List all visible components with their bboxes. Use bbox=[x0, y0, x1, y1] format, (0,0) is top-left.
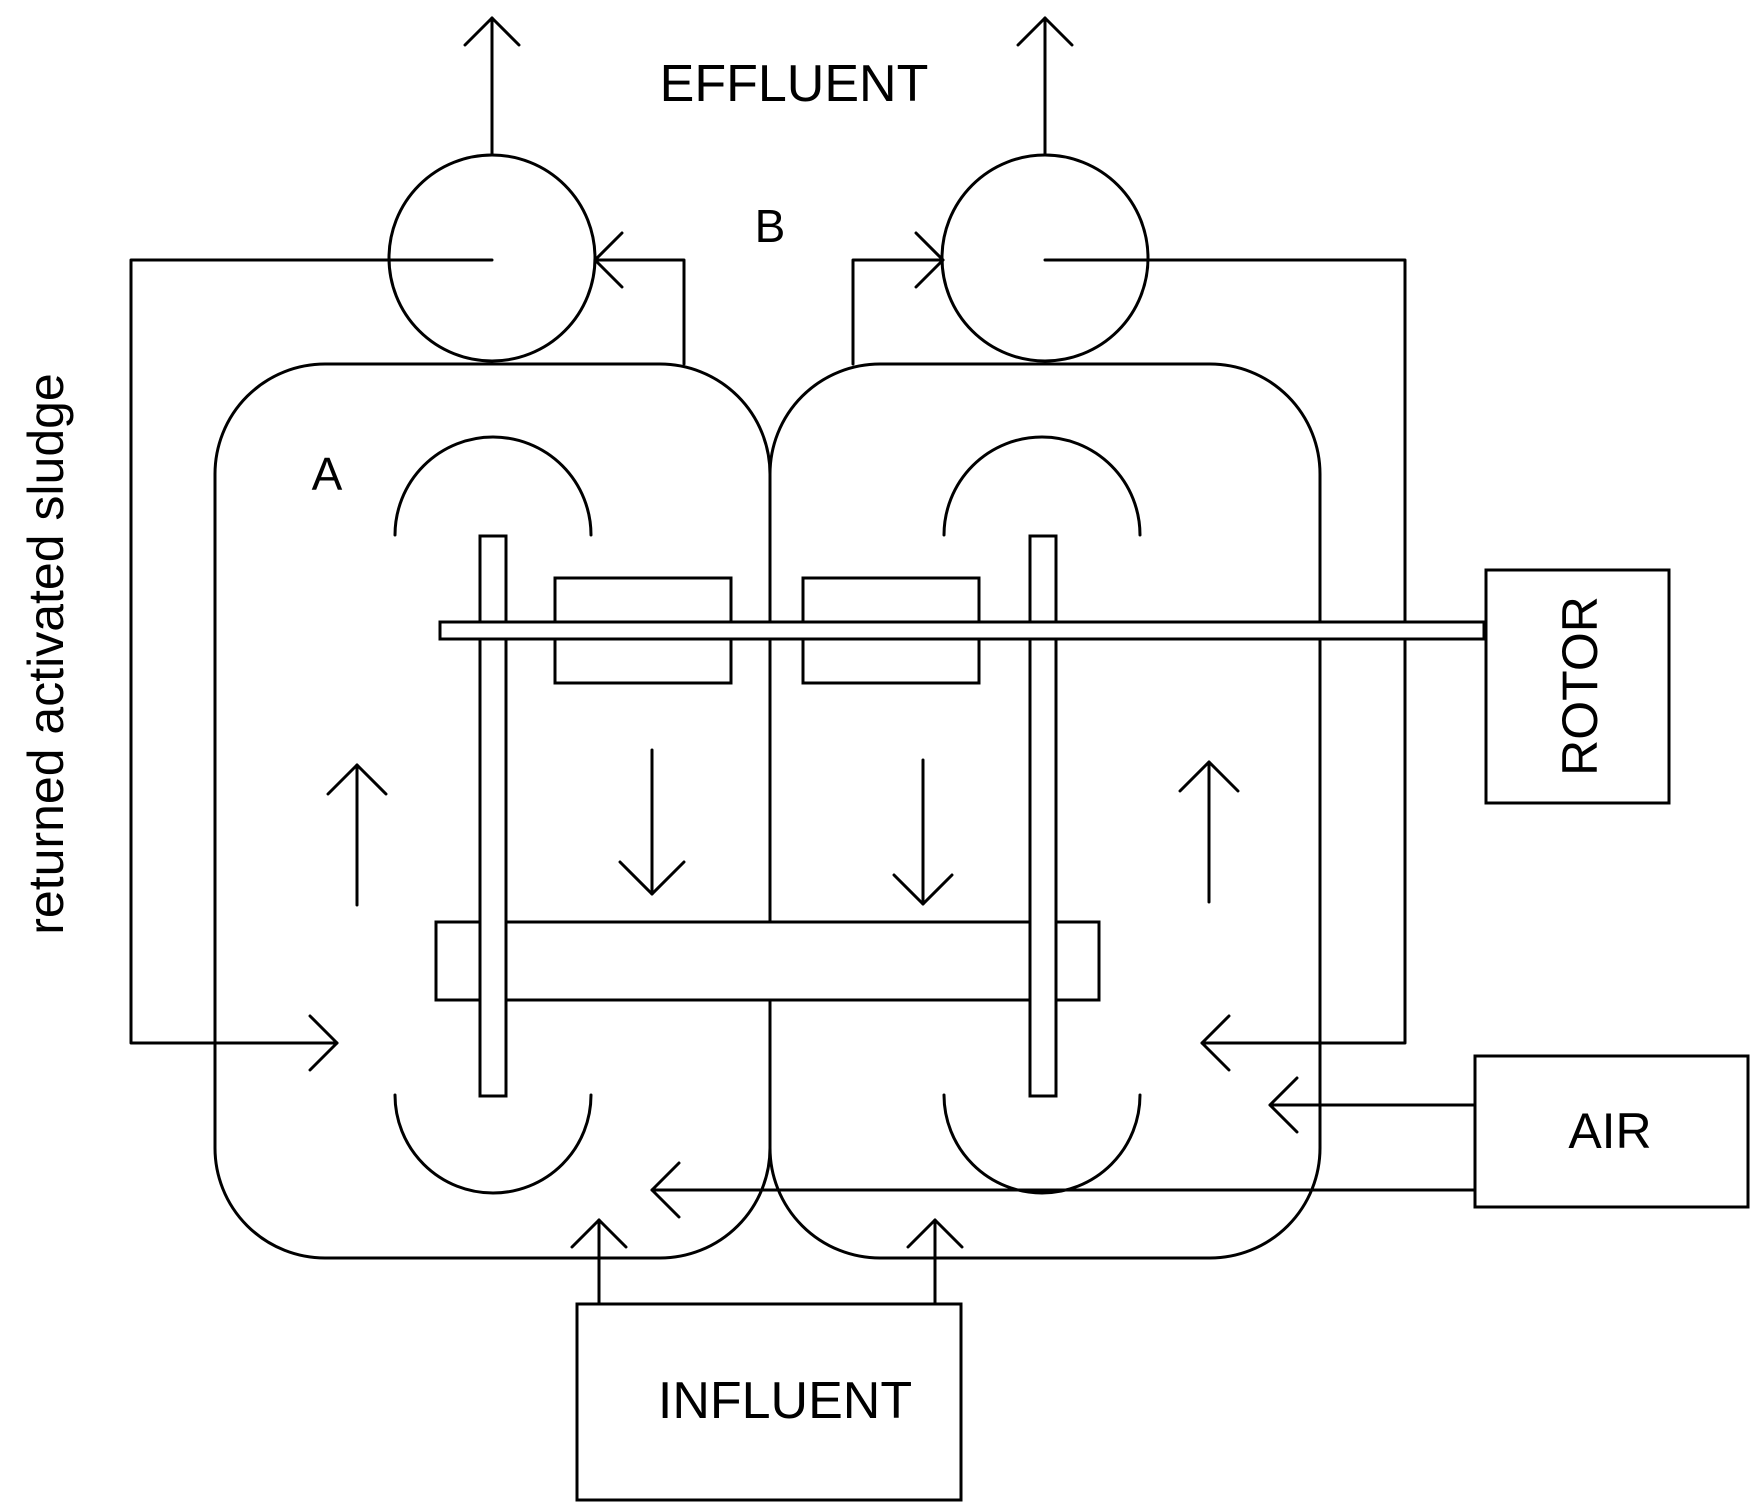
guide-arc-b-top bbox=[942, 435, 1142, 537]
returned-sludge-label: returned activated sludge bbox=[18, 373, 74, 934]
tank-b-label: B bbox=[755, 200, 786, 252]
vertical-baffle-a bbox=[478, 534, 508, 1098]
influent-box bbox=[575, 1302, 963, 1502]
influent-label: INFLUENT bbox=[658, 1372, 912, 1430]
flow-arrow-up-a bbox=[326, 763, 388, 907]
guide-arc-a-top bbox=[393, 435, 593, 537]
guide-arc-a-bottom bbox=[393, 1093, 593, 1195]
guide-arc-b-bottom bbox=[942, 1093, 1142, 1195]
reactor-tank-b bbox=[768, 362, 1322, 1260]
rotor-label: ROTOR bbox=[1552, 596, 1608, 776]
effluent-arrow-a bbox=[463, 16, 521, 157]
rotor-shaft bbox=[438, 620, 1486, 641]
effluent-label: EFFLUENT bbox=[660, 55, 929, 113]
flow-arrow-down-a bbox=[618, 748, 686, 896]
lower-baffle bbox=[434, 920, 1101, 1002]
tank-a-label: A bbox=[312, 448, 343, 500]
air-line-lower bbox=[650, 1161, 1477, 1219]
air-line-upper bbox=[1268, 1076, 1477, 1134]
sludge-return-line-b bbox=[1043, 258, 1407, 1072]
air-label: AIR bbox=[1568, 1103, 1651, 1159]
effluent-arrow-b bbox=[1016, 16, 1074, 157]
influent-line-a bbox=[570, 1218, 628, 1306]
air-box bbox=[1473, 1054, 1750, 1209]
clarifier-a bbox=[387, 153, 597, 363]
vertical-baffle-b bbox=[1028, 534, 1058, 1098]
influent-line-b bbox=[906, 1218, 964, 1306]
rotor-box bbox=[1484, 568, 1671, 805]
sludge-return-line-a bbox=[129, 258, 494, 1072]
flow-arrow-down-b bbox=[892, 758, 954, 906]
tank-b-to-clarifier-line bbox=[851, 231, 945, 366]
clarifier-b bbox=[940, 153, 1150, 363]
tank-a-to-clarifier-line bbox=[593, 231, 686, 366]
flow-arrow-up-b bbox=[1178, 760, 1240, 904]
